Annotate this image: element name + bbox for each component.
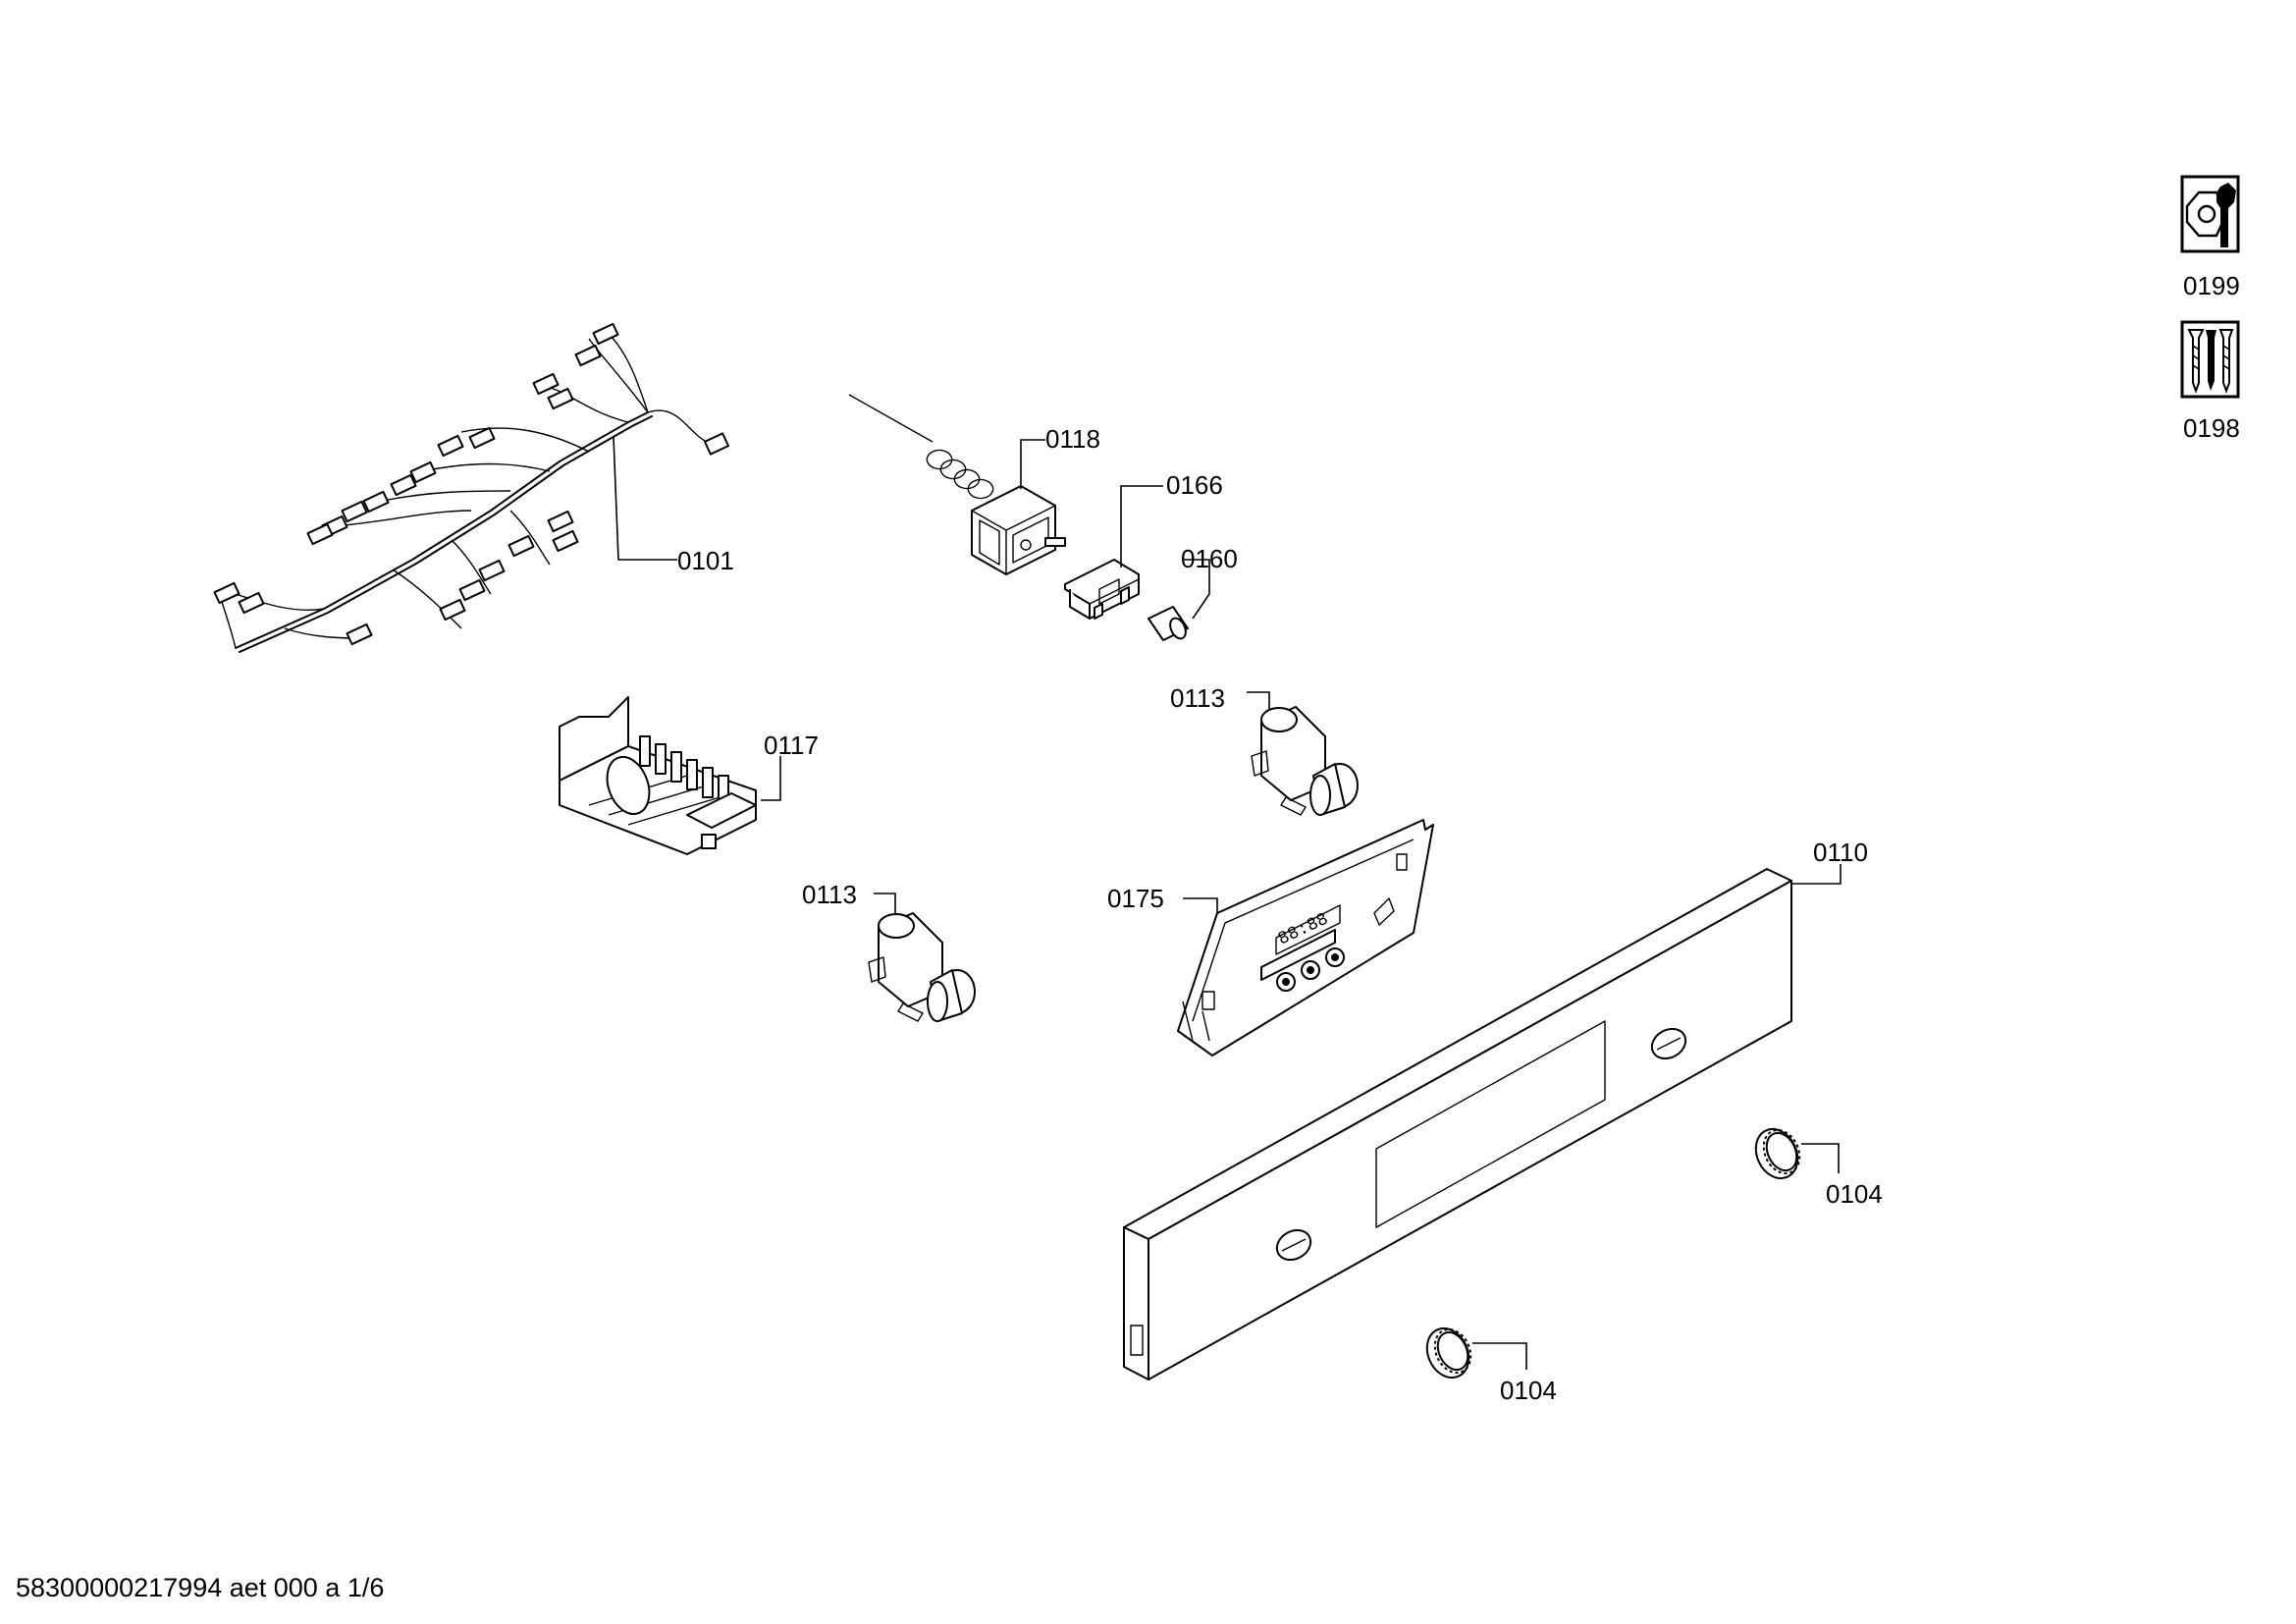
small-cap-0160[interactable] [1148,606,1189,641]
label-0175: 0175 [1107,884,1164,913]
label-0160: 0160 [1181,544,1238,573]
label-0101: 0101 [677,546,734,575]
wiring-harness-0101[interactable] [213,322,730,653]
rotary-switch-0113-lower[interactable] [868,912,976,1022]
label-0118: 0118 [1045,424,1100,454]
label-0166: 0166 [1166,470,1223,500]
control-panel-0110[interactable] [1123,868,1792,1380]
selector-switch-0117[interactable] [559,696,757,855]
rotary-switch-0113-upper[interactable] [1251,706,1359,816]
label-0113-upper: 0113 [1170,683,1225,713]
label-0199: 0199 [2183,271,2240,300]
thermostat-0118[interactable] [848,394,1066,575]
label-0104-bottom: 0104 [1500,1376,1557,1405]
screws-icon [2180,320,2240,399]
label-0113-lower: 0113 [802,880,857,909]
label-0104-right: 0104 [1826,1179,1883,1209]
bracket-0166[interactable] [1064,559,1140,620]
label-0198: 0198 [2183,413,2240,443]
timer-board-0175[interactable]: 88:88 [1177,819,1434,1056]
document-footer: 58300000217994 aet 000 a 1/6 [16,1573,385,1602]
nut-wrench-icon [2180,175,2240,253]
knob-ring-0104-bottom[interactable] [1419,1322,1477,1384]
label-0117: 0117 [764,731,819,760]
label-0110: 0110 [1813,838,1868,867]
knob-ring-0104-right[interactable] [1748,1122,1806,1185]
